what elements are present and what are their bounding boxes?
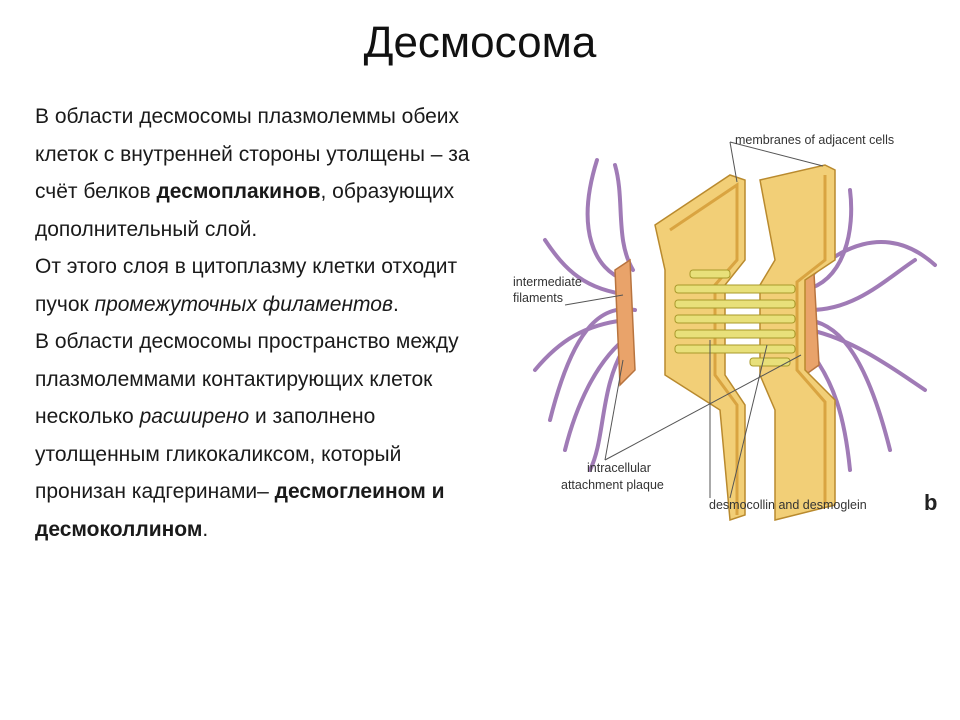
label-intermediate-1: intermediate	[513, 275, 582, 289]
label-intermediate-2: filaments	[513, 291, 563, 305]
p3-italic-term: расширено	[139, 405, 250, 428]
label-desmocollin: desmocollin and desmoglein	[709, 498, 867, 512]
p2-text-2: .	[392, 292, 399, 316]
figure-letter: b	[924, 490, 938, 515]
paragraph-glycocalyx: В области десмосомы пространство между п…	[35, 323, 495, 548]
p1-text-2: , образующих дополнительный слой.	[35, 180, 455, 241]
label-plaque-1: intracellular	[587, 461, 651, 475]
paragraph-filaments: От этого слоя в цитоплазму клетки отходи…	[35, 248, 495, 323]
p3-text-3: .	[202, 517, 209, 541]
p3-text-1: В области десмосомы пространство между п…	[35, 330, 459, 428]
label-plaque-2: attachment plaque	[561, 478, 664, 492]
p3-text-2: и заполнено утолщенным гликокаликсом, ко…	[35, 405, 402, 503]
p1-text-1: В области десмосомы плазмолеммы обеих кл…	[35, 105, 470, 203]
paragraph-desmoplakins: В области десмосомы плазмолеммы обеих кл…	[35, 98, 495, 248]
p2-text-1: От этого слоя в цитоплазму клетки отходи…	[35, 255, 458, 316]
slide-title: Десмосома	[363, 18, 597, 67]
membrane-right-inner	[795, 175, 827, 505]
p3-bold-term: десмоглеином и десмоколлином	[35, 480, 445, 541]
plaque-left	[614, 258, 636, 387]
p2-italic-term: промежуточных филаментов	[94, 292, 393, 316]
p1-bold-term: десмоплакинов	[156, 180, 321, 203]
desmosome-figure: membranes of adjacent cells intermediate…	[513, 133, 937, 522]
cadherin-rods	[674, 269, 796, 367]
annotation-lines	[564, 141, 824, 499]
label-membranes: membranes of adjacent cells	[735, 133, 894, 147]
body-text: В области десмосомы плазмолеммы обеих кл…	[35, 98, 495, 548]
